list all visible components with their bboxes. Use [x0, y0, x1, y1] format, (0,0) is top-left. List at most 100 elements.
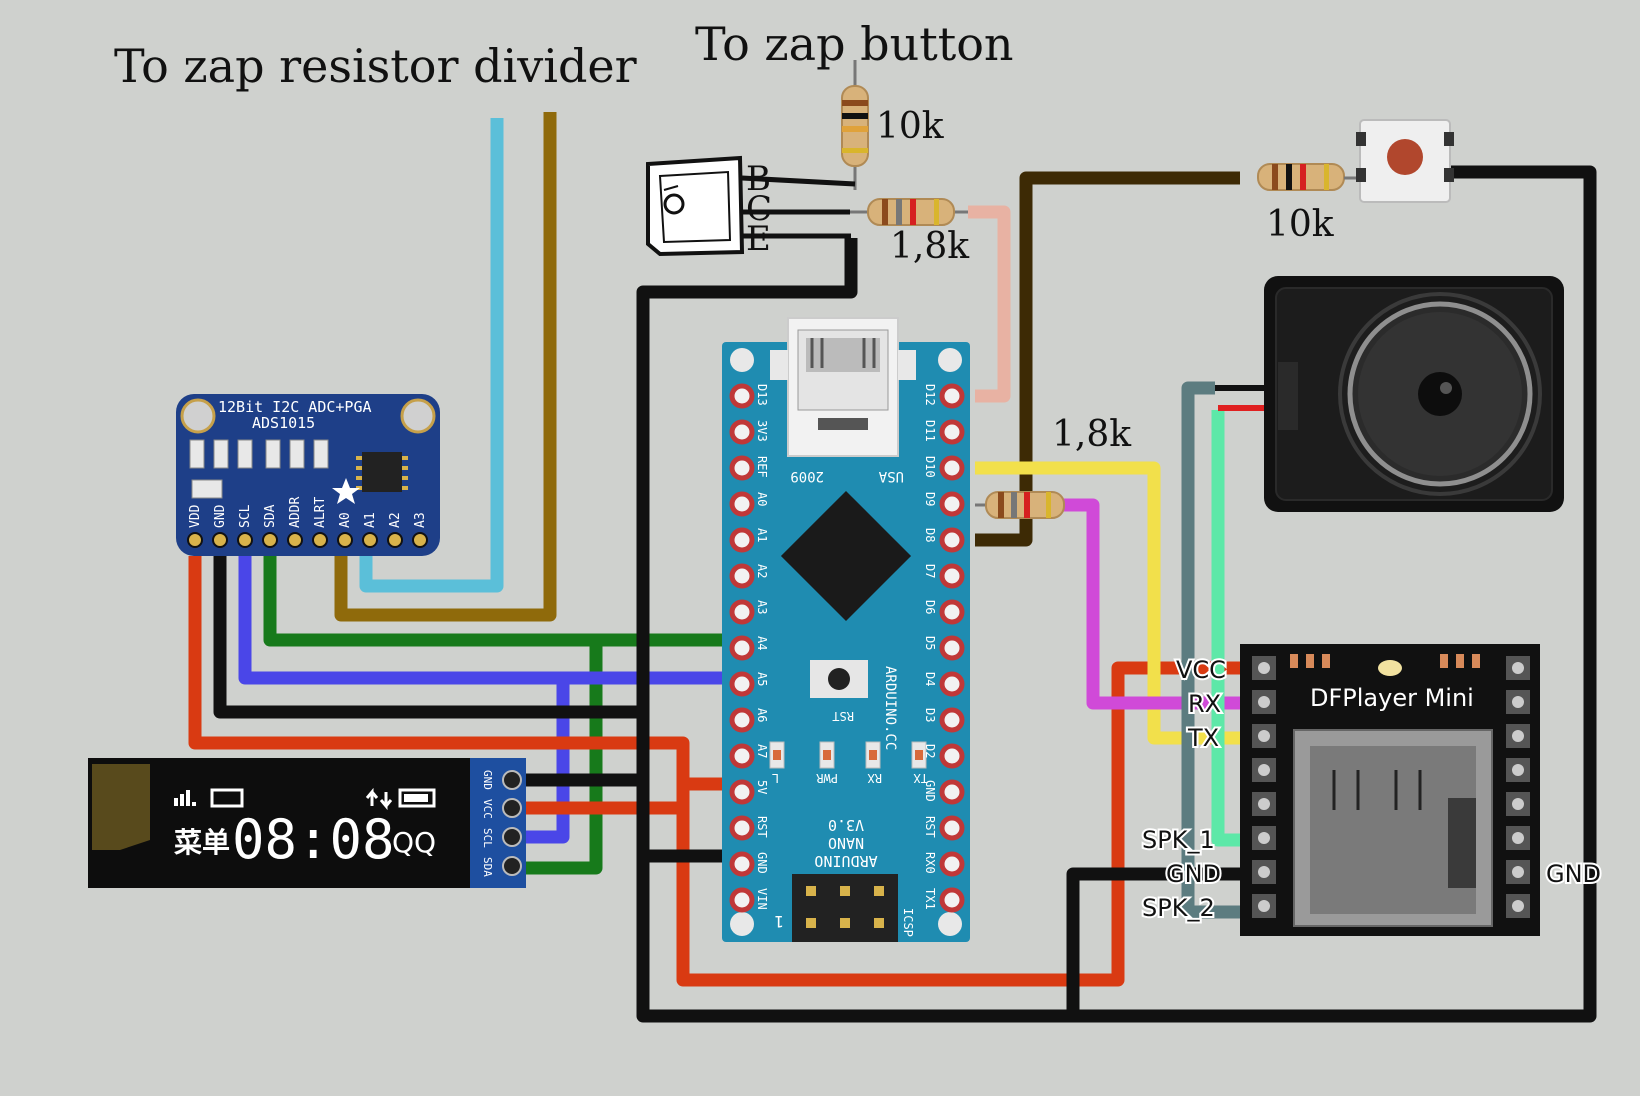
arduino-right-pin-label: D3	[923, 708, 937, 722]
arduino-pad	[729, 419, 755, 445]
wire-cyan	[359, 118, 504, 593]
df-label-gnd-left: GND	[1166, 860, 1221, 888]
df-label-gnd-right: GND	[1546, 860, 1601, 888]
arduino-left-pin-label: VIN	[755, 888, 769, 910]
arduino-left-pin-label: A5	[755, 672, 769, 686]
arduino-led-pwr: PWR	[816, 771, 838, 785]
dfplayer-title: DFPlayer Mini	[1310, 684, 1474, 712]
arduino-pad	[729, 887, 755, 913]
oled-pin-label: SDA	[481, 857, 494, 877]
arduino-right-pin-label: D2	[923, 744, 937, 758]
oled-pin-label: SCL	[481, 828, 494, 848]
arduino-pad	[729, 815, 755, 841]
wires	[188, 112, 1597, 1023]
wire-magenta	[1062, 498, 1240, 710]
arduino-pad	[939, 383, 965, 409]
transistor-pin-c: C	[746, 189, 772, 229]
wire-red-vdd	[188, 556, 1240, 987]
oled-clock: 08:08	[232, 808, 395, 871]
label-1k8-base: 1,8k	[890, 226, 970, 267]
arduino-pad	[939, 491, 965, 517]
arduino-left-pin-label: RST	[755, 816, 769, 838]
adc-pin-label: VDD	[188, 504, 203, 528]
arduino-right-pin-label: D9	[923, 492, 937, 506]
arduino-right-pin-label: RX0	[923, 852, 937, 874]
push-button[interactable]	[1356, 119, 1454, 203]
arduino-pad	[939, 455, 965, 481]
adc-pin-label: A2	[388, 512, 403, 528]
df-label-spk2: SPK_2	[1142, 894, 1215, 922]
transistor-pin-e: E	[746, 219, 771, 259]
speaker	[1215, 276, 1564, 512]
arduino-pad	[729, 779, 755, 805]
arduino-right-pin-label: D11	[923, 420, 937, 442]
arduino-pad	[729, 599, 755, 625]
arduino-brand: ARDUINO.CC	[882, 666, 898, 750]
arduino-pad	[729, 383, 755, 409]
arduino-left-pin-label: 3V3	[755, 420, 769, 442]
wire-mint	[1211, 410, 1240, 847]
arduino-model-3: V3.0	[828, 816, 864, 834]
df-label-rx: RX	[1188, 690, 1221, 718]
arduino-pad	[939, 599, 965, 625]
wire-blue-oled	[512, 678, 570, 844]
arduino-pad	[729, 455, 755, 481]
wire-yellow	[975, 461, 1240, 745]
arduino-pad	[939, 527, 965, 553]
arduino-left-pin-label: GND	[755, 852, 769, 874]
arduino-pad	[939, 563, 965, 589]
arduino-right-pin-label: D10	[923, 456, 937, 478]
arduino-right-pin-label: TX1	[923, 888, 937, 910]
arduino-left-pin-label: 5V	[755, 780, 769, 794]
arduino-left-pin-label: A6	[755, 708, 769, 722]
arduino-year: 2009	[790, 468, 824, 484]
arduino-right-pin-label: RST	[923, 816, 937, 838]
arduino-pad	[729, 671, 755, 697]
resistor-10k-button	[1257, 163, 1362, 191]
resistor-10k-base	[841, 60, 869, 190]
df-label-spk1: SPK_1	[1142, 826, 1215, 854]
arduino-right-pin-label: D8	[923, 528, 937, 542]
label-1k8-d9: 1,8k	[1052, 414, 1132, 455]
arduino-left-pin-label: A1	[755, 528, 769, 542]
arduino-led-rx: RX	[867, 771, 882, 785]
adc-pin-label: ALRT	[313, 497, 328, 528]
arduino-model-1: ARDUINO	[814, 852, 877, 870]
arduino-pad	[939, 743, 965, 769]
arduino-usa: USA	[878, 468, 904, 484]
arduino-right-pin-label: D4	[923, 672, 937, 686]
oled-pin-label: VCC	[481, 799, 494, 819]
arduino-pad	[939, 887, 965, 913]
label-zap-divider: To zap resistor divider	[114, 39, 637, 93]
adc-pin-label: A1	[363, 512, 378, 528]
adc-pin-label: SDA	[263, 504, 278, 528]
arduino-pad	[939, 779, 965, 805]
arduino-pad	[939, 707, 965, 733]
dfplayer-pin-labels: VCC RX TX SPK_1 GND SPK_2 GND	[1140, 654, 1603, 924]
arduino-led-l: L	[772, 771, 779, 785]
arduino-model-2: NANO	[828, 834, 864, 852]
arduino-pad	[939, 635, 965, 661]
wire-brown	[334, 112, 557, 622]
wire-pink	[968, 205, 1011, 403]
wire-black-adc-gnd	[213, 556, 643, 719]
arduino-left-pin-label: A7	[755, 744, 769, 758]
arduino-pad	[729, 707, 755, 733]
adc-module	[176, 394, 440, 556]
arduino-left-pin-label: REF	[755, 456, 769, 478]
arduino-pad	[939, 671, 965, 697]
arduino-icsp: ICSP	[901, 908, 915, 937]
arduino-left-pin-label: A4	[755, 636, 769, 650]
arduino-right-pin-label: D12	[923, 384, 937, 406]
arduino-led-tx: TX	[913, 771, 928, 785]
dfplayer-module	[1240, 644, 1540, 936]
adc-pin-label: SCL	[238, 504, 253, 528]
arduino-left-pin-label: A3	[755, 600, 769, 614]
oled-module	[88, 758, 526, 888]
label-10k-button: 10k	[1266, 204, 1335, 245]
wire-grey	[1181, 381, 1240, 919]
